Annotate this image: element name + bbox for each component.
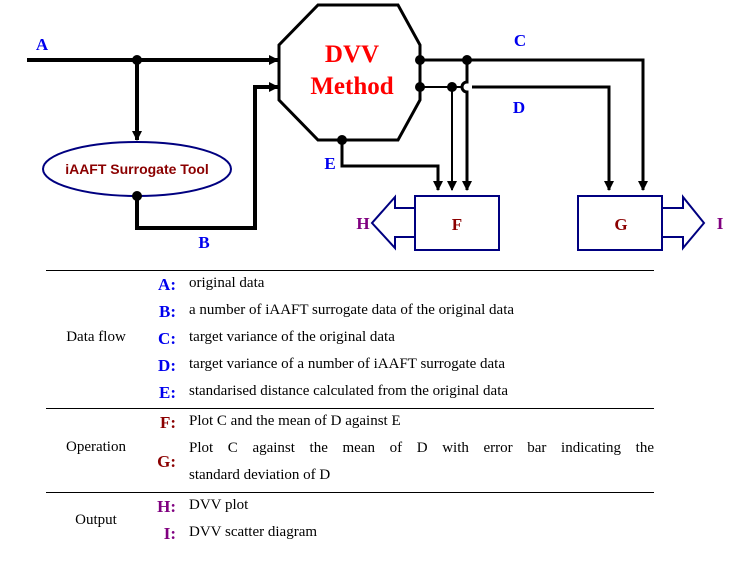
legend-key: F: bbox=[159, 413, 176, 432]
iaaft-surrogate-tool: iAAFT Surrogate Tool bbox=[42, 141, 232, 197]
dvv-method-block: DVV Method bbox=[277, 3, 422, 142]
flow-b-line bbox=[132, 82, 279, 230]
dvv-method-title-line1: DVV bbox=[325, 41, 379, 68]
legend-row: A: original data bbox=[46, 271, 654, 298]
legend-key: B: bbox=[159, 302, 176, 321]
legend-key: A: bbox=[158, 275, 176, 294]
legend-row: B: a number of iAAFT surrogate data of th… bbox=[46, 298, 654, 325]
flow-e-line bbox=[337, 135, 443, 191]
legend-row: D: target variance of a number of iAAFT s… bbox=[46, 352, 654, 379]
legend-section-operation: Operation F: Plot C and the mean of D aga… bbox=[46, 408, 654, 492]
legend-key: C: bbox=[158, 329, 176, 348]
legend-key: E: bbox=[159, 383, 176, 402]
legend-key: G: bbox=[157, 452, 176, 471]
flow-label-a: A bbox=[36, 35, 49, 54]
legend-row: H: DVV plot bbox=[46, 493, 654, 520]
flow-a-line bbox=[27, 55, 279, 141]
legend-desc: Plot C and the mean of D against E bbox=[189, 413, 401, 429]
legend-desc: Plot C against the mean of D with error … bbox=[189, 440, 654, 456]
dvv-flow-diagram: iAAFT Surrogate Tool DVV Method F bbox=[27, 3, 724, 252]
legend-row: F: Plot C and the mean of D against E bbox=[46, 409, 654, 436]
legend-section-output: Output H: DVV plot I: DVV scatter diagram bbox=[46, 492, 654, 553]
flow-label-c: C bbox=[514, 31, 526, 50]
box-g-label: G bbox=[614, 215, 627, 234]
output-label-i: I bbox=[717, 214, 724, 233]
legend-row: I: DVV scatter diagram bbox=[46, 520, 654, 547]
flow-label-d: D bbox=[513, 98, 525, 117]
flow-label-b: B bbox=[198, 233, 209, 252]
flow-d-line bbox=[415, 82, 614, 191]
legend-desc: original data bbox=[189, 275, 265, 291]
legend-desc: target variance of the original data bbox=[189, 329, 395, 345]
output-i-arrow-icon bbox=[661, 194, 706, 251]
output-h-arrow-icon bbox=[370, 194, 416, 251]
legend-section-data-flow: Data flow A: original data B: a number of … bbox=[46, 270, 654, 408]
legend-row: E: standarised distance calculated from t… bbox=[46, 379, 654, 406]
iaaft-tool-label: iAAFT Surrogate Tool bbox=[65, 161, 209, 177]
legend-desc: DVV scatter diagram bbox=[189, 524, 318, 540]
legend-category: Operation bbox=[66, 439, 126, 455]
operation-g-box: G bbox=[577, 194, 706, 251]
legend-table: Data flow A: original data B: a number of … bbox=[46, 270, 654, 553]
flow-label-e: E bbox=[324, 154, 335, 173]
legend-desc: DVV plot bbox=[189, 497, 249, 513]
flow-c-line bbox=[415, 55, 648, 191]
legend-row: C: target variance of the original data bbox=[46, 325, 654, 352]
legend-desc: target variance of a number of iAAFT sur… bbox=[189, 356, 505, 372]
dvv-method-title-line2: Method bbox=[310, 73, 393, 100]
legend-row: G: Plot C against the mean of D with err… bbox=[46, 436, 654, 490]
operation-f-box: F bbox=[370, 194, 500, 251]
legend-key: H: bbox=[157, 497, 176, 516]
legend-desc: a number of iAAFT surrogate data of the … bbox=[189, 302, 515, 318]
legend-key: D: bbox=[158, 356, 176, 375]
output-label-h: H bbox=[356, 214, 369, 233]
legend-key: I: bbox=[163, 524, 176, 543]
legend-category: Output bbox=[75, 512, 117, 528]
legend-desc: standarised distance calculated from the… bbox=[189, 383, 509, 399]
legend-category: Data flow bbox=[66, 329, 126, 345]
box-f-label: F bbox=[452, 215, 462, 234]
legend-desc-continued: standard deviation of D bbox=[189, 467, 331, 483]
